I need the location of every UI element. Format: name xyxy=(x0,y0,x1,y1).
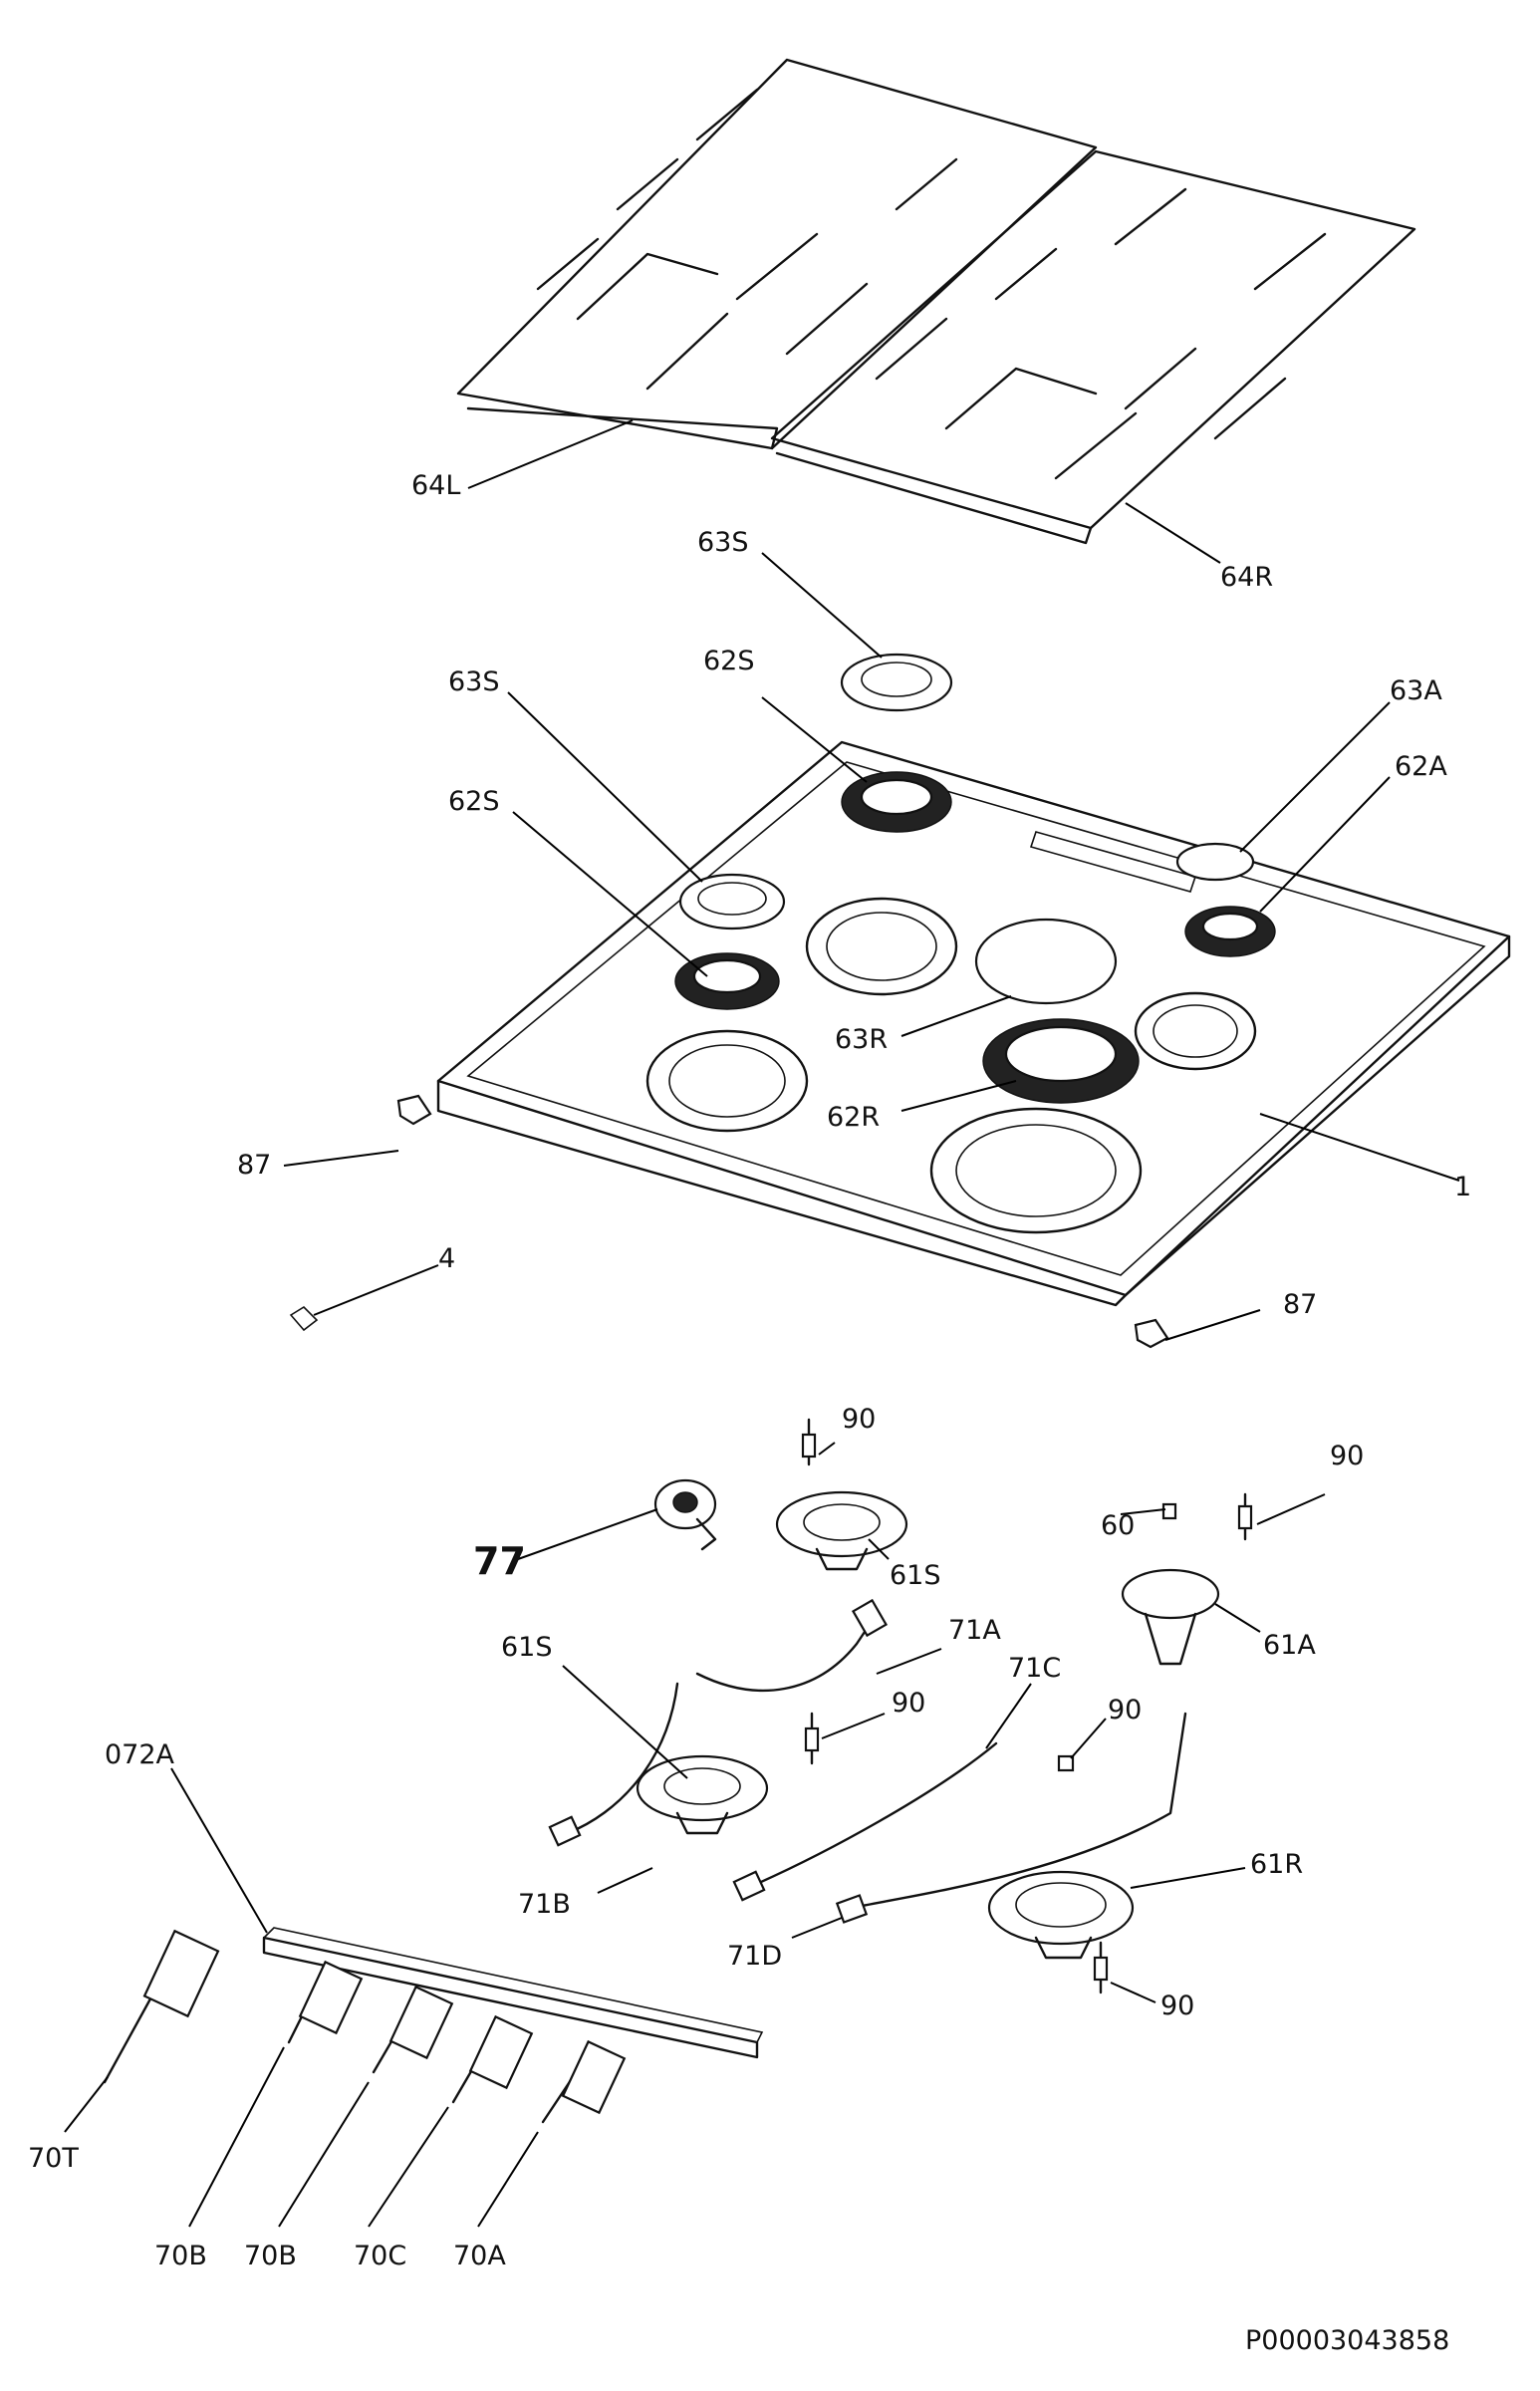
burner-cap-63S-top xyxy=(840,653,953,712)
burner-crown-62A xyxy=(1184,906,1276,957)
callout-1: 1 xyxy=(1454,1172,1471,1202)
burner-crown-62S-left xyxy=(674,952,780,1010)
gas-rail-072A xyxy=(262,1927,764,2059)
callout-90-a: 90 xyxy=(842,1404,876,1435)
callout-64L: 64L xyxy=(411,470,460,501)
callout-62R: 62R xyxy=(827,1102,880,1133)
callout-87-left: 87 xyxy=(237,1150,271,1181)
electrode-90-b xyxy=(1237,1492,1253,1541)
callout-62A: 62A xyxy=(1395,751,1447,782)
part-60 xyxy=(1161,1502,1177,1520)
part-4 xyxy=(289,1305,319,1332)
gas-pipe-71D xyxy=(835,1712,1187,1924)
callout-70C: 70C xyxy=(354,2241,406,2271)
callout-70B-a: 70B xyxy=(154,2241,207,2271)
gas-tap-70A xyxy=(541,2039,627,2124)
burner-body-61R xyxy=(987,1870,1135,1960)
electrode-90-d xyxy=(1057,1754,1075,1772)
gas-pipe-71C xyxy=(732,1741,998,1902)
electrode-90-c xyxy=(804,1712,820,1765)
gas-tap-70C xyxy=(451,2014,534,2104)
callout-61S-a: 61S xyxy=(890,1560,941,1591)
callout-62S-top: 62S xyxy=(703,646,755,676)
leader-lines xyxy=(64,419,1460,2228)
pan-support-right xyxy=(770,149,1416,545)
gas-pipe-71A xyxy=(695,1598,889,1693)
burner-crown-62R xyxy=(982,1018,1140,1104)
callout-70B-b: 70B xyxy=(244,2241,297,2271)
gas-tap-70B-a xyxy=(287,1960,364,2044)
callout-90-c: 90 xyxy=(892,1688,925,1719)
callout-71A: 71A xyxy=(948,1615,1001,1646)
burner-cap-63S-left xyxy=(678,873,786,930)
callout-71B: 71B xyxy=(518,1889,571,1920)
callout-62S-left: 62S xyxy=(448,786,500,817)
callout-072A: 072A xyxy=(105,1739,175,1770)
electrode-90-a xyxy=(801,1418,817,1466)
callout-63R: 63R xyxy=(835,1024,888,1055)
callout-70A: 70A xyxy=(453,2241,506,2271)
clip-87-right xyxy=(1134,1318,1169,1349)
callout-90-d: 90 xyxy=(1108,1695,1142,1726)
callout-77: 77 xyxy=(473,1539,526,1583)
clip-87-left xyxy=(396,1094,432,1126)
document-id: P00003043858 xyxy=(1245,2325,1449,2356)
electrode-90-e xyxy=(1093,1941,1109,1994)
gas-pipe-71B xyxy=(548,1682,679,1847)
burner-crown-62S-top xyxy=(841,771,952,833)
callout-87-right: 87 xyxy=(1283,1289,1317,1320)
ignition-plug-77 xyxy=(653,1478,717,1551)
burner-body-61S-top xyxy=(775,1490,908,1571)
burner-body-61A xyxy=(1121,1568,1220,1666)
callout-63S-left: 63S xyxy=(448,666,500,697)
callout-90-b: 90 xyxy=(1330,1441,1364,1471)
burner-body-61S-lower xyxy=(636,1754,769,1835)
burner-openings xyxy=(645,897,1257,1234)
callout-61A: 61A xyxy=(1263,1630,1316,1661)
callout-71D: 71D xyxy=(727,1941,782,1972)
callout-60: 60 xyxy=(1101,1510,1135,1541)
callout-64R: 64R xyxy=(1220,562,1273,593)
callout-63S-top: 63S xyxy=(697,527,749,558)
callout-63A: 63A xyxy=(1390,675,1442,706)
callout-71C: 71C xyxy=(1008,1653,1061,1684)
burner-cap-63A xyxy=(1175,842,1255,882)
callout-90-e: 90 xyxy=(1160,1991,1194,2021)
callout-70T: 70T xyxy=(28,2143,79,2174)
callout-61S-b: 61S xyxy=(501,1632,553,1663)
callout-4: 4 xyxy=(438,1243,455,1274)
pan-support-left xyxy=(456,58,1098,450)
callout-61R: 61R xyxy=(1250,1849,1303,1880)
hob-top-panel xyxy=(436,740,1511,1307)
gas-tap-70B-b xyxy=(372,1985,454,2074)
gas-tap-70T xyxy=(103,1929,220,2084)
burner-cap-63R xyxy=(974,918,1118,1005)
